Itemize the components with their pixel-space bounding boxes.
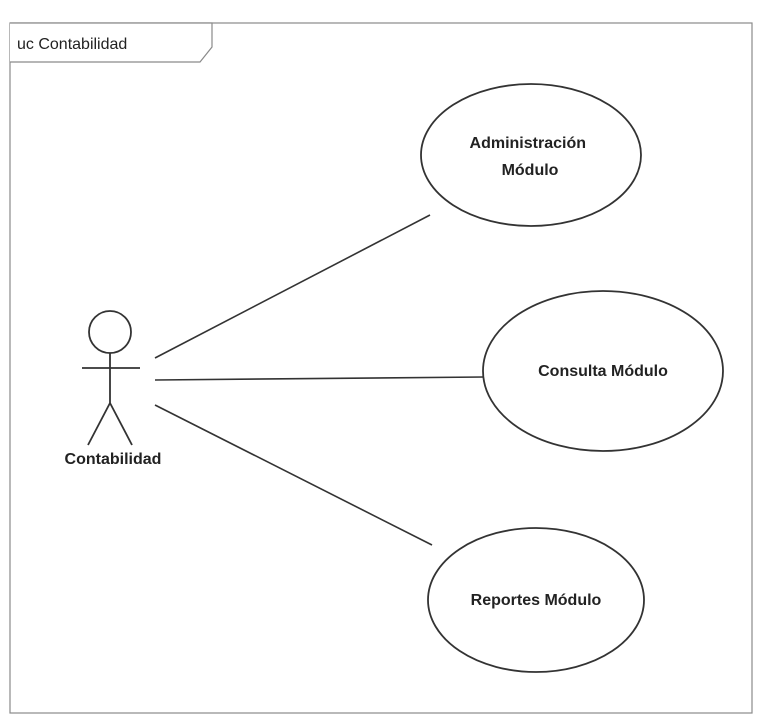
use-case-label: Reportes Módulo bbox=[471, 592, 602, 609]
use-case-ellipse bbox=[420, 83, 642, 227]
use-case-ellipse bbox=[482, 290, 724, 452]
use-case-administracion: Administración Módulo bbox=[420, 83, 642, 227]
use-case-ellipse bbox=[427, 527, 645, 673]
association-administracion bbox=[154, 214, 431, 359]
association-reportes bbox=[154, 404, 433, 546]
use-case-label-line: Administración bbox=[470, 135, 586, 152]
use-case-label: Administración Módulo bbox=[470, 135, 591, 179]
associations bbox=[154, 214, 485, 546]
frame-label-tab bbox=[10, 22, 213, 63]
diagram-frame: uc Contabilidad bbox=[9, 22, 753, 714]
frame-border bbox=[9, 22, 753, 714]
use-case-label-line: Módulo bbox=[502, 162, 559, 179]
actor-head bbox=[88, 310, 132, 354]
use-case-reportes: Reportes Módulo bbox=[427, 527, 645, 673]
use-case-label: Consulta Módulo bbox=[538, 363, 668, 380]
actor-left-leg bbox=[87, 402, 111, 446]
actor-name: Contabilidad bbox=[65, 451, 162, 468]
frame-title: uc Contabilidad bbox=[17, 36, 127, 53]
actor bbox=[82, 310, 140, 446]
actor-right-leg bbox=[109, 402, 133, 446]
association-consulta bbox=[154, 376, 485, 381]
use-case-consulta: Consulta Módulo bbox=[482, 290, 724, 452]
